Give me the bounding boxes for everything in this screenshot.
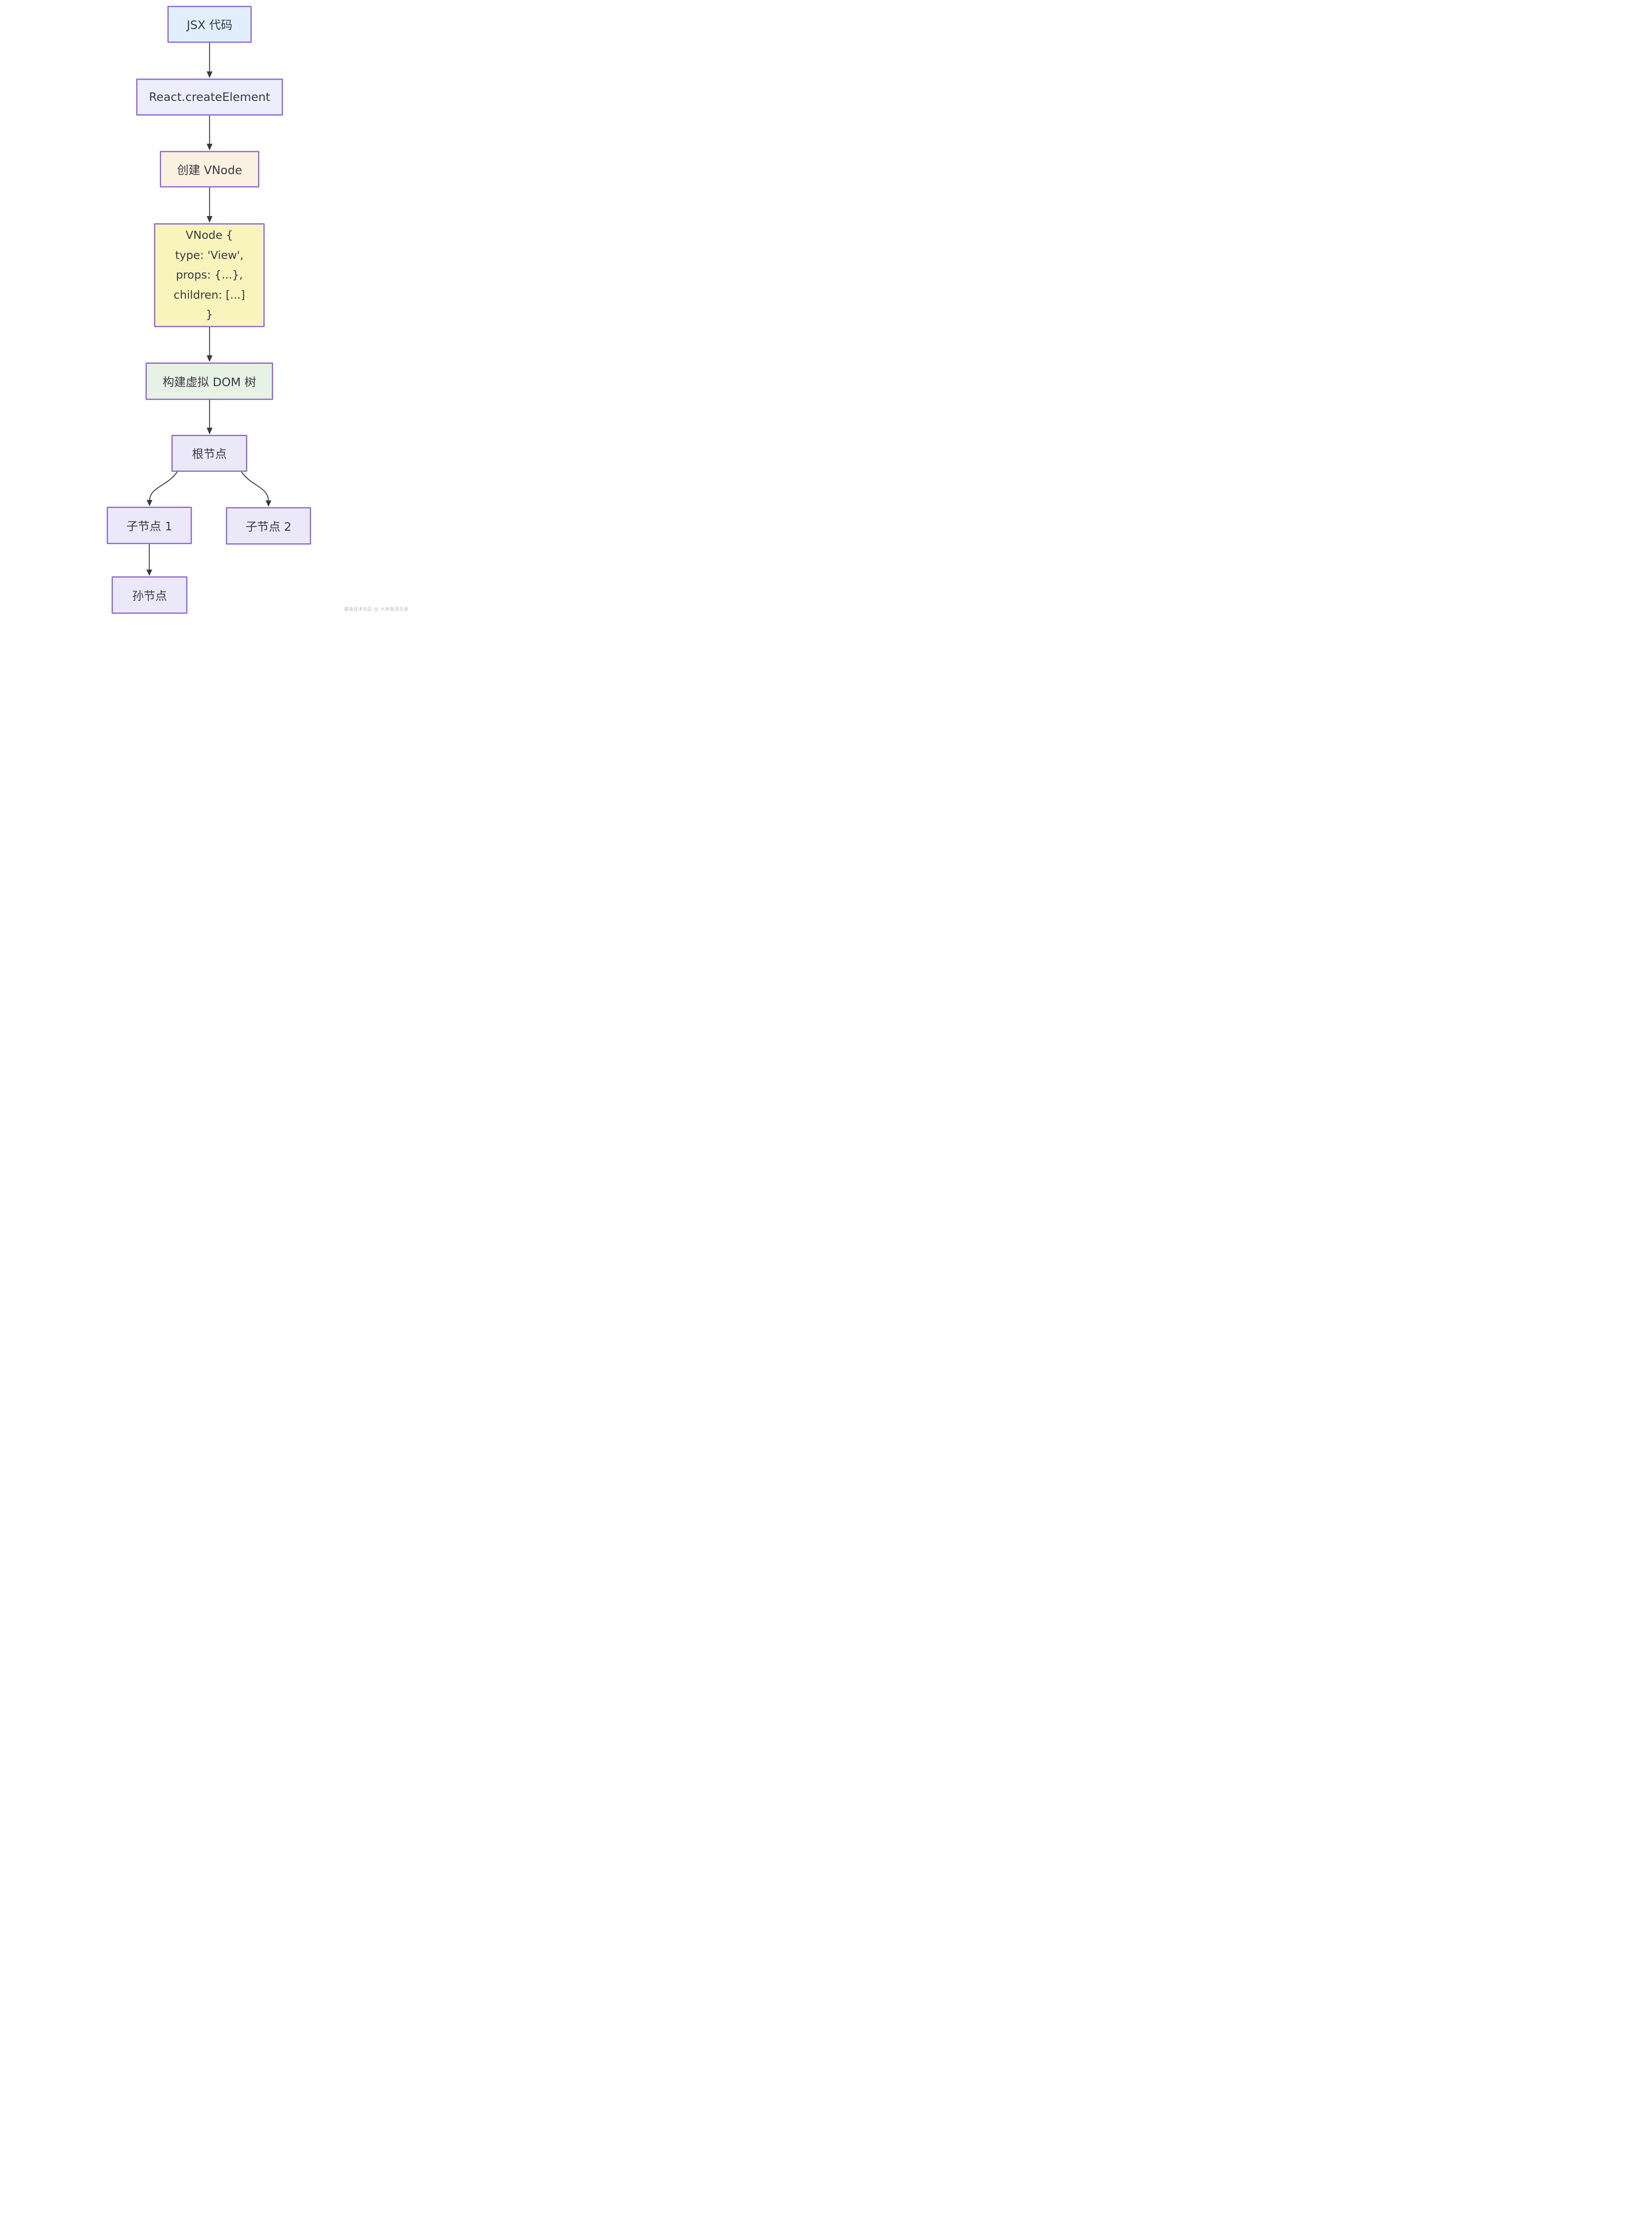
node-grandchild: 孙节点 xyxy=(112,576,187,614)
node-build-virtual-dom-tree-label: 构建虚拟 DOM 树 xyxy=(162,375,256,389)
juejin-watermark: 掘金技术社区 @ 大米饭消灭者 xyxy=(344,607,408,612)
arrowhead-buildtree-to-root xyxy=(207,428,212,434)
edges-layer xyxy=(146,43,271,576)
node-child-1-label: 子节点 1 xyxy=(126,520,172,533)
vnode-line-type: type: 'View', xyxy=(175,248,244,262)
node-root: 根节点 xyxy=(171,435,247,472)
edge-root-to-child1 xyxy=(149,471,178,501)
node-root-label: 根节点 xyxy=(191,448,227,461)
node-jsx-code-label: JSX 代码 xyxy=(187,19,233,32)
node-create-vnode: 创建 VNode xyxy=(160,151,259,187)
vnode-line-open: VNode { xyxy=(185,229,233,242)
arrowhead-child1-to-grandchild xyxy=(146,570,152,576)
node-react-createelement-label: React.createElement xyxy=(149,90,270,104)
arrowhead-vnode-to-buildtree xyxy=(207,355,212,362)
node-vnode-structure: VNode { type: 'View', props: {...}, chil… xyxy=(154,223,265,327)
arrowhead-createvnode-to-vnode xyxy=(207,216,212,223)
node-child-1: 子节点 1 xyxy=(107,507,192,544)
edge-root-to-child2 xyxy=(241,471,269,501)
node-child-2-label: 子节点 2 xyxy=(246,520,291,534)
node-build-virtual-dom-tree: 构建虚拟 DOM 树 xyxy=(146,362,273,400)
arrowhead-jsx-to-createelement xyxy=(207,71,212,78)
node-create-vnode-label: 创建 VNode xyxy=(177,163,242,177)
arrowhead-root-to-child1 xyxy=(146,500,153,506)
node-react-createelement: React.createElement xyxy=(136,79,283,116)
node-child-2: 子节点 2 xyxy=(226,507,311,545)
arrowhead-createelement-to-createvnode xyxy=(207,144,212,150)
vnode-line-children: children: [...] xyxy=(173,288,246,301)
vnode-line-close: } xyxy=(206,308,213,321)
arrowhead-root-to-child2 xyxy=(266,500,271,507)
node-grandchild-label: 孙节点 xyxy=(132,589,167,603)
vnode-line-props: props: {...}, xyxy=(176,268,243,282)
node-jsx-code: JSX 代码 xyxy=(167,6,252,43)
flowchart-canvas: JSX 代码 React.createElement 创建 VNode VNod… xyxy=(0,0,413,614)
